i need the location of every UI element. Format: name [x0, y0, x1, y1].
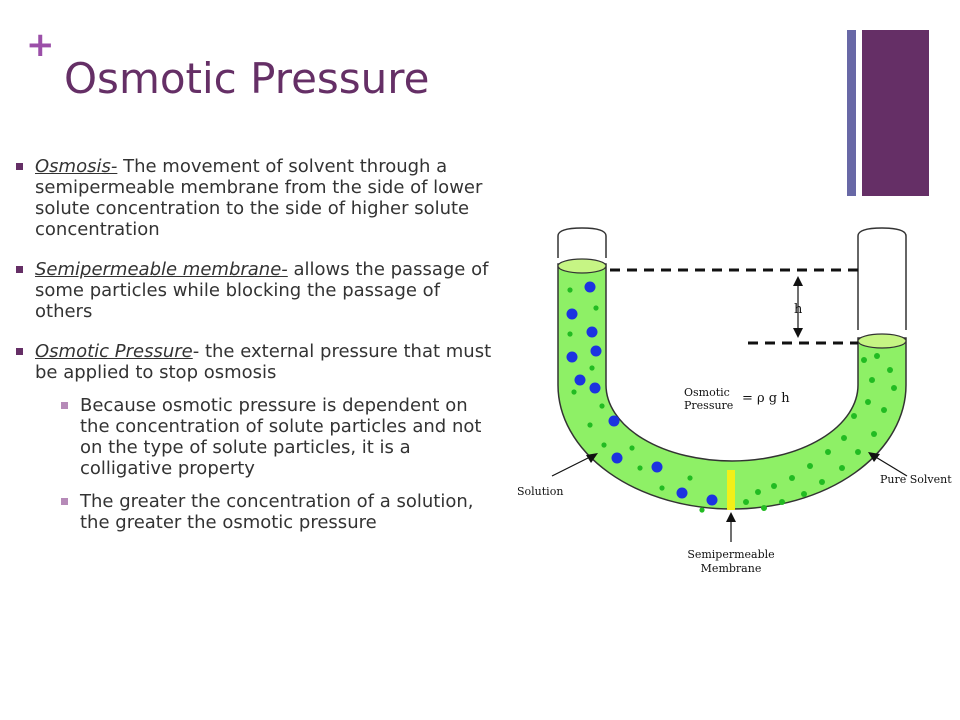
pure-solvent-arrow — [873, 455, 908, 477]
right-tube-top — [857, 227, 907, 330]
u-tube-liquid — [557, 263, 907, 510]
arrow-icon — [868, 452, 880, 462]
term-semipermeable-membrane: Semipermeable membrane- — [35, 259, 288, 280]
solution-arrow — [551, 455, 593, 477]
membrane-label-line1: Semipermeable — [687, 548, 774, 561]
sub-bullet-text: Because osmotic pressure is dependent on… — [80, 395, 482, 479]
slide-title: Osmotic Pressure — [64, 54, 430, 103]
left-tube-top — [557, 227, 607, 258]
left-liquid-surface — [557, 258, 607, 274]
height-label: h — [794, 302, 803, 317]
bullet-list: Osmosis- The movement of solvent through… — [14, 156, 500, 552]
bullet-semipermeable-membrane: Semipermeable membrane- allows the passa… — [14, 259, 500, 322]
arrow-icon — [586, 453, 598, 463]
sub-bullet-square-icon — [61, 402, 68, 409]
definition-semipermeable-membrane: allows the passage of some particles whi… — [35, 259, 489, 322]
definition-osmosis: The movement of solvent through a semipe… — [35, 156, 483, 240]
u-tube-osmosis-diagram: h Osmotic Pressure = ρ g h Solution Pure… — [517, 227, 952, 575]
right-liquid-surface — [857, 333, 907, 349]
bullet-square-icon — [16, 266, 23, 273]
solute-particles — [566, 281, 718, 506]
arrow-up-icon — [793, 276, 803, 286]
arrow-down-icon — [793, 328, 803, 338]
term-osmotic-pressure: Osmotic Pressure — [35, 341, 193, 362]
pure-solvent-label: Pure Solvent — [880, 473, 952, 486]
bullet-osmosis: Osmosis- The movement of solvent through… — [14, 156, 500, 240]
bullet-osmotic-pressure: Osmotic Pressure- the external pressure … — [14, 341, 500, 533]
bullet-square-icon — [16, 163, 23, 170]
osmotic-label-line1: Osmotic — [684, 386, 730, 399]
semipermeable-membrane — [727, 470, 735, 510]
sub-bullet-colligative: Because osmotic pressure is dependent on… — [35, 395, 500, 479]
osmotic-formula: = ρ g h — [742, 391, 790, 406]
osmotic-label-line2: Pressure — [684, 399, 733, 412]
bullet-square-icon — [16, 348, 23, 355]
decorative-bar-wide — [862, 30, 929, 196]
plus-sign: + — [26, 25, 55, 65]
solution-label: Solution — [517, 485, 563, 498]
membrane-label-line2: Membrane — [701, 562, 762, 575]
sub-bullet-square-icon — [61, 498, 68, 505]
decorative-bar-thin — [847, 30, 856, 196]
definition-osmotic-pressure: - the external pressure that must be app… — [35, 341, 492, 383]
sub-bullet-concentration: The greater the concentration of a solut… — [35, 491, 500, 533]
term-osmosis: Osmosis- — [35, 156, 118, 177]
solvent-particles-right — [743, 353, 897, 511]
solvent-particles-left — [567, 287, 705, 513]
arrow-up-icon — [726, 512, 736, 522]
sub-bullet-text: The greater the concentration of a solut… — [80, 491, 474, 533]
